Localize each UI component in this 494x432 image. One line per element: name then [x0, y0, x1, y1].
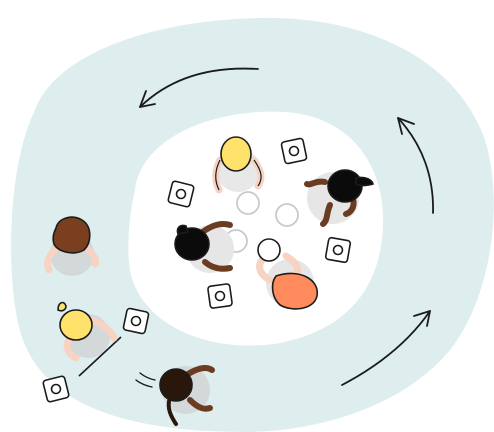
floor-token-icon: [208, 284, 233, 309]
floor-token-icon: [168, 181, 195, 208]
inner-floor: [128, 112, 383, 346]
floor-token-icon: [281, 138, 307, 164]
floor-token-icon: [43, 376, 70, 403]
floor-token-icon: [325, 237, 350, 262]
floor-token-icon: [123, 308, 149, 334]
